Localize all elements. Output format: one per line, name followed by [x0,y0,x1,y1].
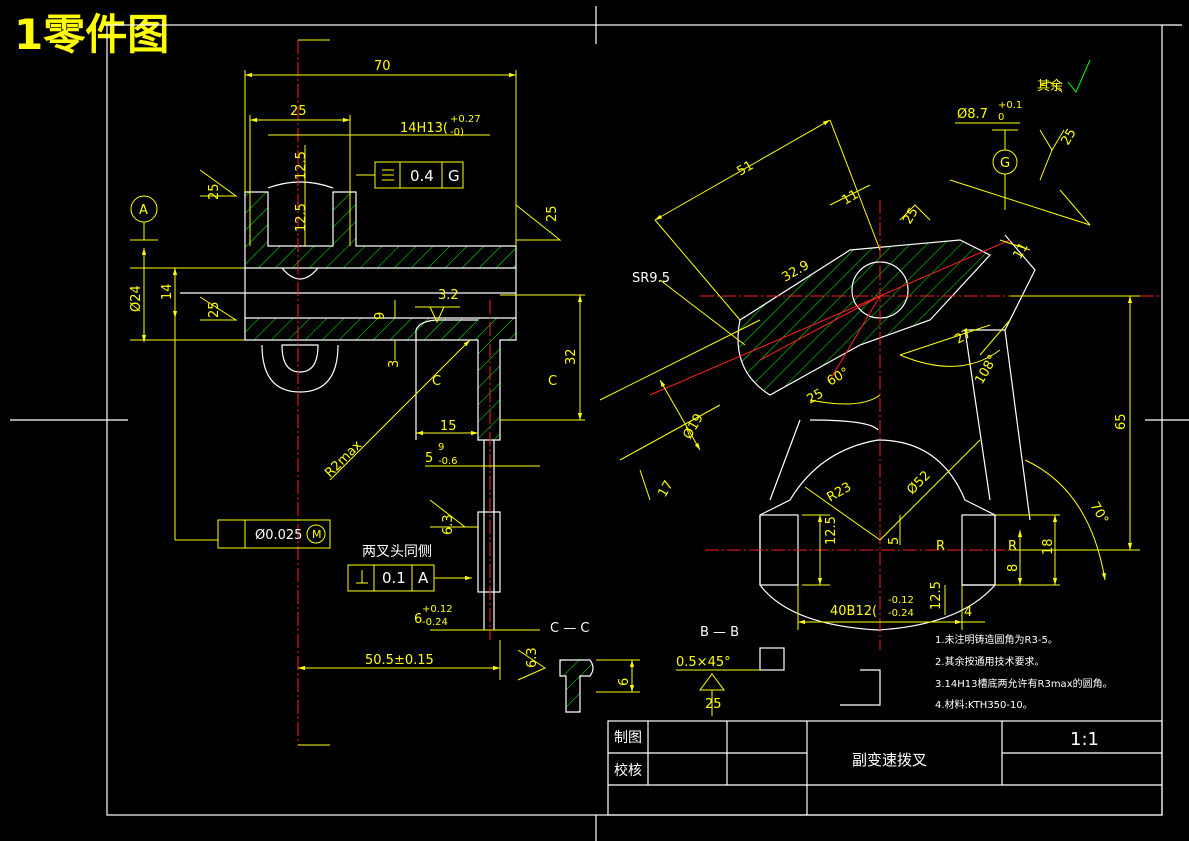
rough-25-bb: 25 [705,697,722,712]
dim-8: 8 [1006,564,1021,572]
dim-14h13: 14H13( [400,121,448,136]
section-dim-6: 6 [617,678,632,686]
note-2: 2.其余按通用技术要求。 [935,655,1045,668]
rough-25-right: 25 [545,205,560,222]
dim-9: 9 [373,312,388,320]
dim-12-5a: 12.5 [294,151,309,180]
dim-phi8-up: +0.1 [998,100,1022,111]
dim-40b12: 40B12( [830,604,877,619]
label-r-left: R [936,539,945,554]
dim-70-deg: 70° [1087,500,1112,527]
dim-60: 60° [825,365,852,390]
dim-phi24: Ø24 [129,285,144,312]
dim-12-5d: 12.5 [929,581,944,610]
drawing-title: 1零件图 [14,10,170,59]
rough-25-left: 25 [207,183,222,200]
flatness-value: 0.4 [410,167,434,185]
rough-6-3: 6.3 [441,514,456,535]
dim-14h13-upper: +0.27 [450,114,481,125]
section-bb-label: B — B [700,625,739,640]
dim-6: 6 [414,612,422,627]
note-4: 4.材料:KTH350-10。 [935,698,1033,711]
dim-6-up: +0.12 [422,604,453,615]
dim-108: 108° [972,352,1001,387]
label-r-right: R [1008,539,1017,554]
dim-4: 4 [964,605,972,620]
datum-a: A [139,203,148,218]
title-block: 制图 校核 副变速拨叉 1:1 [607,720,1163,816]
section-cc-label: C — C [550,621,589,636]
dim-phi52: Ø52 [904,468,934,498]
dim-17: 17 [655,478,676,500]
dim-sr9-5: SR9.5 [632,271,670,286]
dim-6-low: -0.24 [422,617,448,628]
rough-6-3b: 6.3 [525,647,540,668]
left-view-dimensions [130,39,585,746]
dim-65: 65 [1114,413,1129,430]
drawn-by-label: 制图 [614,730,642,746]
dim-5-up: 9 [438,442,444,453]
rough-top-25: 25 [900,205,921,227]
technical-notes: 1.未注明铸造圆角为R3-5。 2.其余按通用技术要求。 3.14H13槽底两允… [935,633,1113,711]
dim-5-low: -0.6 [438,456,458,467]
left-view-labels: 70 25 14H13( +0.27 -0) 12.5 12.5 0.4 G A… [129,59,579,668]
other-roughness: 其余 [1037,78,1063,94]
checked-by-label: 校核 [614,762,642,779]
section-c-left: C [432,374,441,389]
flatness-datum: G [448,167,460,185]
dim-40b12-low: -0.24 [888,608,914,619]
dim-phi8-low: 0 [998,112,1004,123]
rough-3-2: 3.2 [438,288,459,303]
dim-50-5: 50.5±0.15 [365,653,434,668]
dim-14: 14 [160,283,175,300]
dim-5: 5 [425,451,433,466]
position-tolerance: Ø0.025 [255,528,302,543]
dim-r23: R23 [825,480,855,506]
dim-11b: 11 [1010,240,1031,262]
chamfer-note: 0.5×45° [676,655,731,670]
dim-phi19: Ø19 [680,411,706,442]
dim-14h13-lower: -0) [450,127,464,138]
dim-25-side: 25 [207,301,222,318]
part-name: 副变速拨叉 [852,751,927,769]
dim-25-top: 25 [290,104,307,119]
perp-datum: A [418,569,429,587]
dim-25-mid: 25 [805,386,827,407]
dim-5-mid: 5 [887,537,902,545]
dim-18: 18 [1041,538,1056,555]
dim-51: 51 [735,158,757,179]
rough-g-25: 25 [1058,126,1079,148]
both-sides-note: 两叉头同侧 [362,544,432,560]
dim-r2max: R2max [322,438,365,481]
dim-12-5c: 12.5 [824,516,839,545]
right-view-part [649,200,1160,650]
drawing-scale: 1:1 [1070,729,1099,750]
dim-11: 11 [840,187,862,208]
dim-12-5b: 12.5 [294,203,309,232]
note-1: 1.未注明铸造圆角为R3-5。 [935,633,1058,646]
dim-27: 27 [953,326,975,347]
dim-3: 3 [387,360,402,368]
position-modifier: M [312,528,322,541]
dim-32: 32 [564,348,579,365]
datum-g: G [1000,156,1010,171]
dim-40b12-up: -0.12 [888,595,914,606]
right-view-dimensions: 其余 [599,59,1140,630]
perp-value: 0.1 [382,569,406,587]
section-views: C — C 6 B — B 0.5×45° 25 [550,621,881,716]
note-3: 3.14H13槽底两允许有R3max的圆角。 [935,677,1113,690]
sheet-border [10,6,1189,841]
left-view-part [180,40,517,745]
dim-phi8-7: Ø8.7 [957,107,988,122]
dim-70: 70 [374,59,391,74]
dim-15: 15 [440,419,457,434]
section-c-right: C [548,374,557,389]
